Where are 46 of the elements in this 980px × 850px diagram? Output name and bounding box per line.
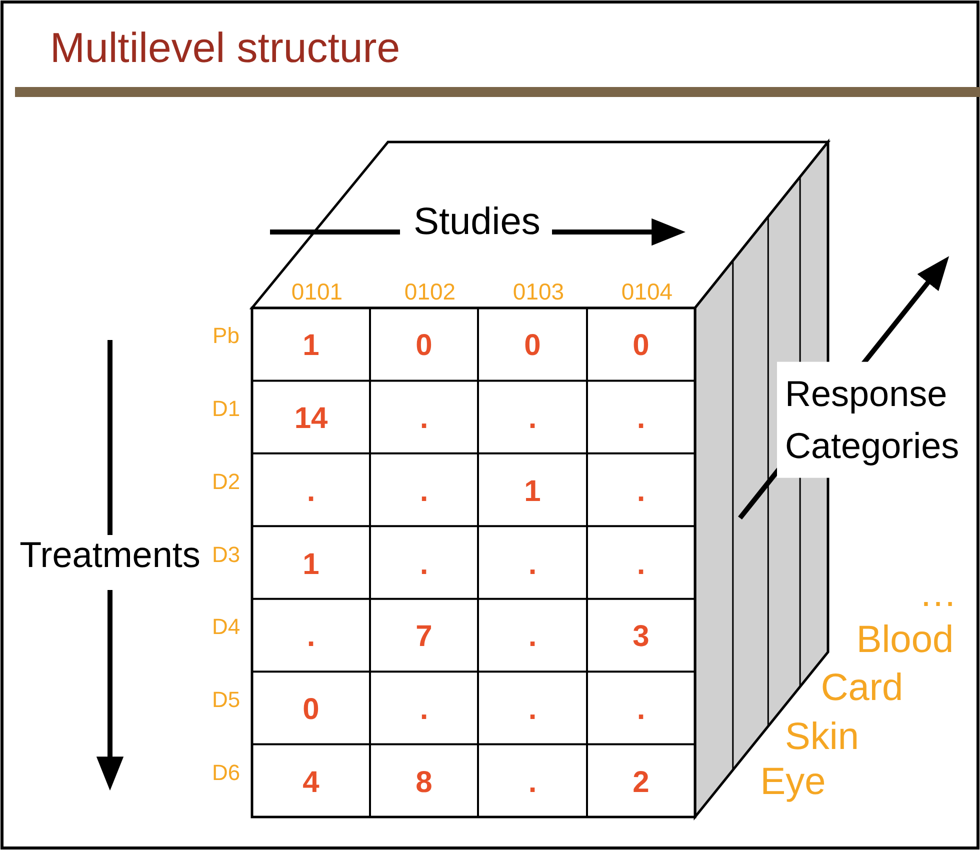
row-header: D5 bbox=[212, 688, 240, 711]
cell-value: . bbox=[528, 694, 537, 725]
cell-value: 8 bbox=[416, 768, 432, 798]
cell-value: . bbox=[528, 550, 537, 580]
category-label: Skin bbox=[785, 718, 859, 756]
cell-value: . bbox=[420, 694, 428, 725]
category-label: Card bbox=[820, 669, 904, 707]
cell-value: . bbox=[420, 404, 428, 434]
cell-value: 0 bbox=[632, 331, 650, 362]
row-header: D1 bbox=[212, 398, 240, 420]
row-header: D2 bbox=[212, 470, 240, 493]
cell-value: . bbox=[420, 476, 428, 507]
cell-value: 4 bbox=[302, 768, 320, 798]
axis-label: Studies bbox=[414, 203, 540, 241]
cell-value: 7 bbox=[416, 622, 432, 652]
cell-value: . bbox=[636, 550, 646, 580]
category-label: Eye bbox=[760, 763, 826, 801]
cell-value: 0 bbox=[524, 331, 541, 362]
category-label: … bbox=[919, 575, 957, 613]
category-label: Blood bbox=[856, 621, 954, 659]
cell-value: . bbox=[528, 622, 537, 652]
cell-value: 0 bbox=[416, 331, 432, 362]
row-header: D6 bbox=[212, 762, 240, 784]
cell-value: 0 bbox=[302, 694, 320, 725]
cell-value: . bbox=[420, 550, 428, 580]
row-header: Pb bbox=[212, 325, 240, 348]
cell-value: 3 bbox=[632, 622, 650, 652]
cell-value: . bbox=[306, 622, 316, 652]
column-header: 0103 bbox=[512, 280, 564, 304]
cell-value: 1 bbox=[524, 476, 541, 507]
cell-value: . bbox=[636, 404, 646, 434]
cell-value: 2 bbox=[632, 768, 650, 798]
cell-value: 1 bbox=[302, 550, 320, 580]
cell-value: 1 bbox=[302, 331, 320, 362]
cell-value: . bbox=[528, 404, 537, 434]
row-header: D4 bbox=[212, 616, 240, 638]
slide-title: Multilevel structure bbox=[50, 27, 400, 69]
cell-value: . bbox=[636, 476, 646, 507]
cell-value: . bbox=[528, 768, 537, 798]
cell-value: . bbox=[636, 694, 646, 725]
column-header: 0102 bbox=[404, 280, 456, 304]
column-header: 0101 bbox=[291, 280, 343, 304]
cell-value: 14 bbox=[294, 404, 328, 434]
row-header: D3 bbox=[212, 544, 240, 566]
column-header: 0104 bbox=[621, 280, 673, 304]
cell-value: . bbox=[306, 476, 316, 507]
